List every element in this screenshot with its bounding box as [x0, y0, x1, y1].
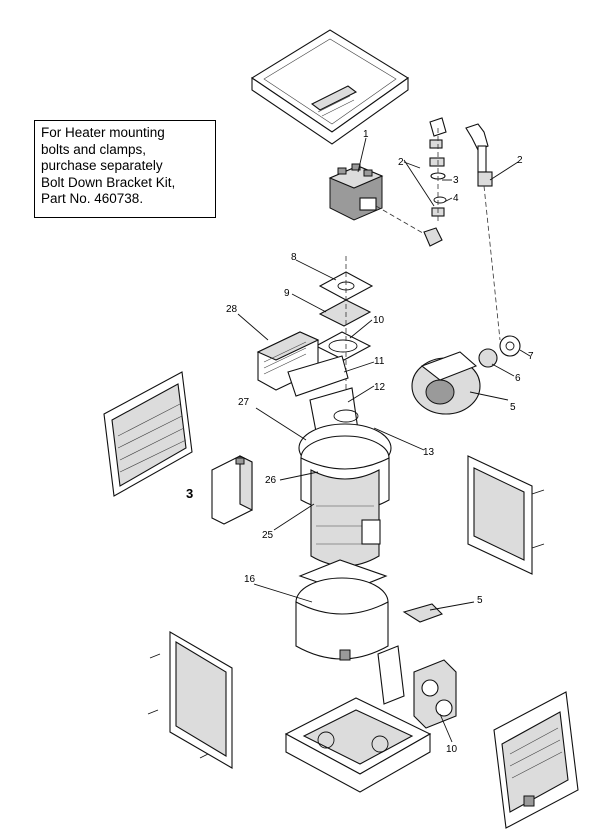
callout-1: 1: [363, 129, 369, 140]
callout-11: 11: [374, 356, 385, 367]
callout-4: 4: [453, 193, 459, 204]
callout-10-lower: 10: [446, 744, 458, 755]
heat-exchanger: [298, 423, 392, 567]
note-line-2: bolts and clamps,: [41, 141, 147, 157]
note-line-1: For Heater mounting: [41, 125, 165, 140]
callout-7: 7: [528, 351, 534, 362]
rear-panel: [493, 691, 579, 829]
callout-12: 12: [374, 382, 386, 393]
note-line-4: Bolt Down Bracket Kit,: [41, 174, 176, 190]
callout-10-upper: 10: [373, 315, 385, 326]
callout-28: 28: [226, 304, 238, 315]
water-manifold: [377, 645, 457, 729]
callout-2-right: 2: [517, 155, 523, 166]
right-side-panel: [467, 455, 545, 575]
callout-26: 26: [265, 475, 277, 486]
top-cover: [250, 29, 409, 145]
callout-5-upper: 5: [510, 402, 516, 413]
front-panel: [147, 631, 233, 769]
mounting-bracket: [402, 603, 443, 623]
callout-5-lower: 5: [477, 595, 483, 606]
callout-9: 9: [284, 288, 290, 299]
note-line-5: Part No. 460738.: [41, 191, 144, 206]
combustion-blower: [411, 335, 521, 415]
heater-base: [284, 697, 432, 793]
leader-lines: [237, 137, 531, 743]
callout-3-control: 3: [186, 486, 193, 501]
burner-base-pan: [295, 559, 389, 661]
control-module: [211, 455, 253, 525]
note-line-3: purchase separately: [41, 158, 163, 173]
mounting-note-box: For Heater mounting bolts and clamps, pu…: [34, 120, 216, 218]
left-side-panel: [103, 371, 193, 497]
callout-13: 13: [423, 447, 435, 458]
gas-fittings: [403, 117, 501, 341]
callout-2-left: 2: [398, 157, 404, 168]
callout-3: 3: [453, 175, 459, 186]
gas-valve: [328, 163, 443, 247]
callout-25: 25: [262, 530, 274, 541]
callout-8: 8: [291, 252, 297, 263]
callout-6: 6: [515, 373, 521, 384]
callout-27: 27: [238, 397, 250, 408]
callout-16: 16: [244, 574, 256, 585]
callout-labels: 1 2 2 3 4 8 9 28 10 11 12 7 6 5 27 13 26…: [186, 129, 534, 755]
